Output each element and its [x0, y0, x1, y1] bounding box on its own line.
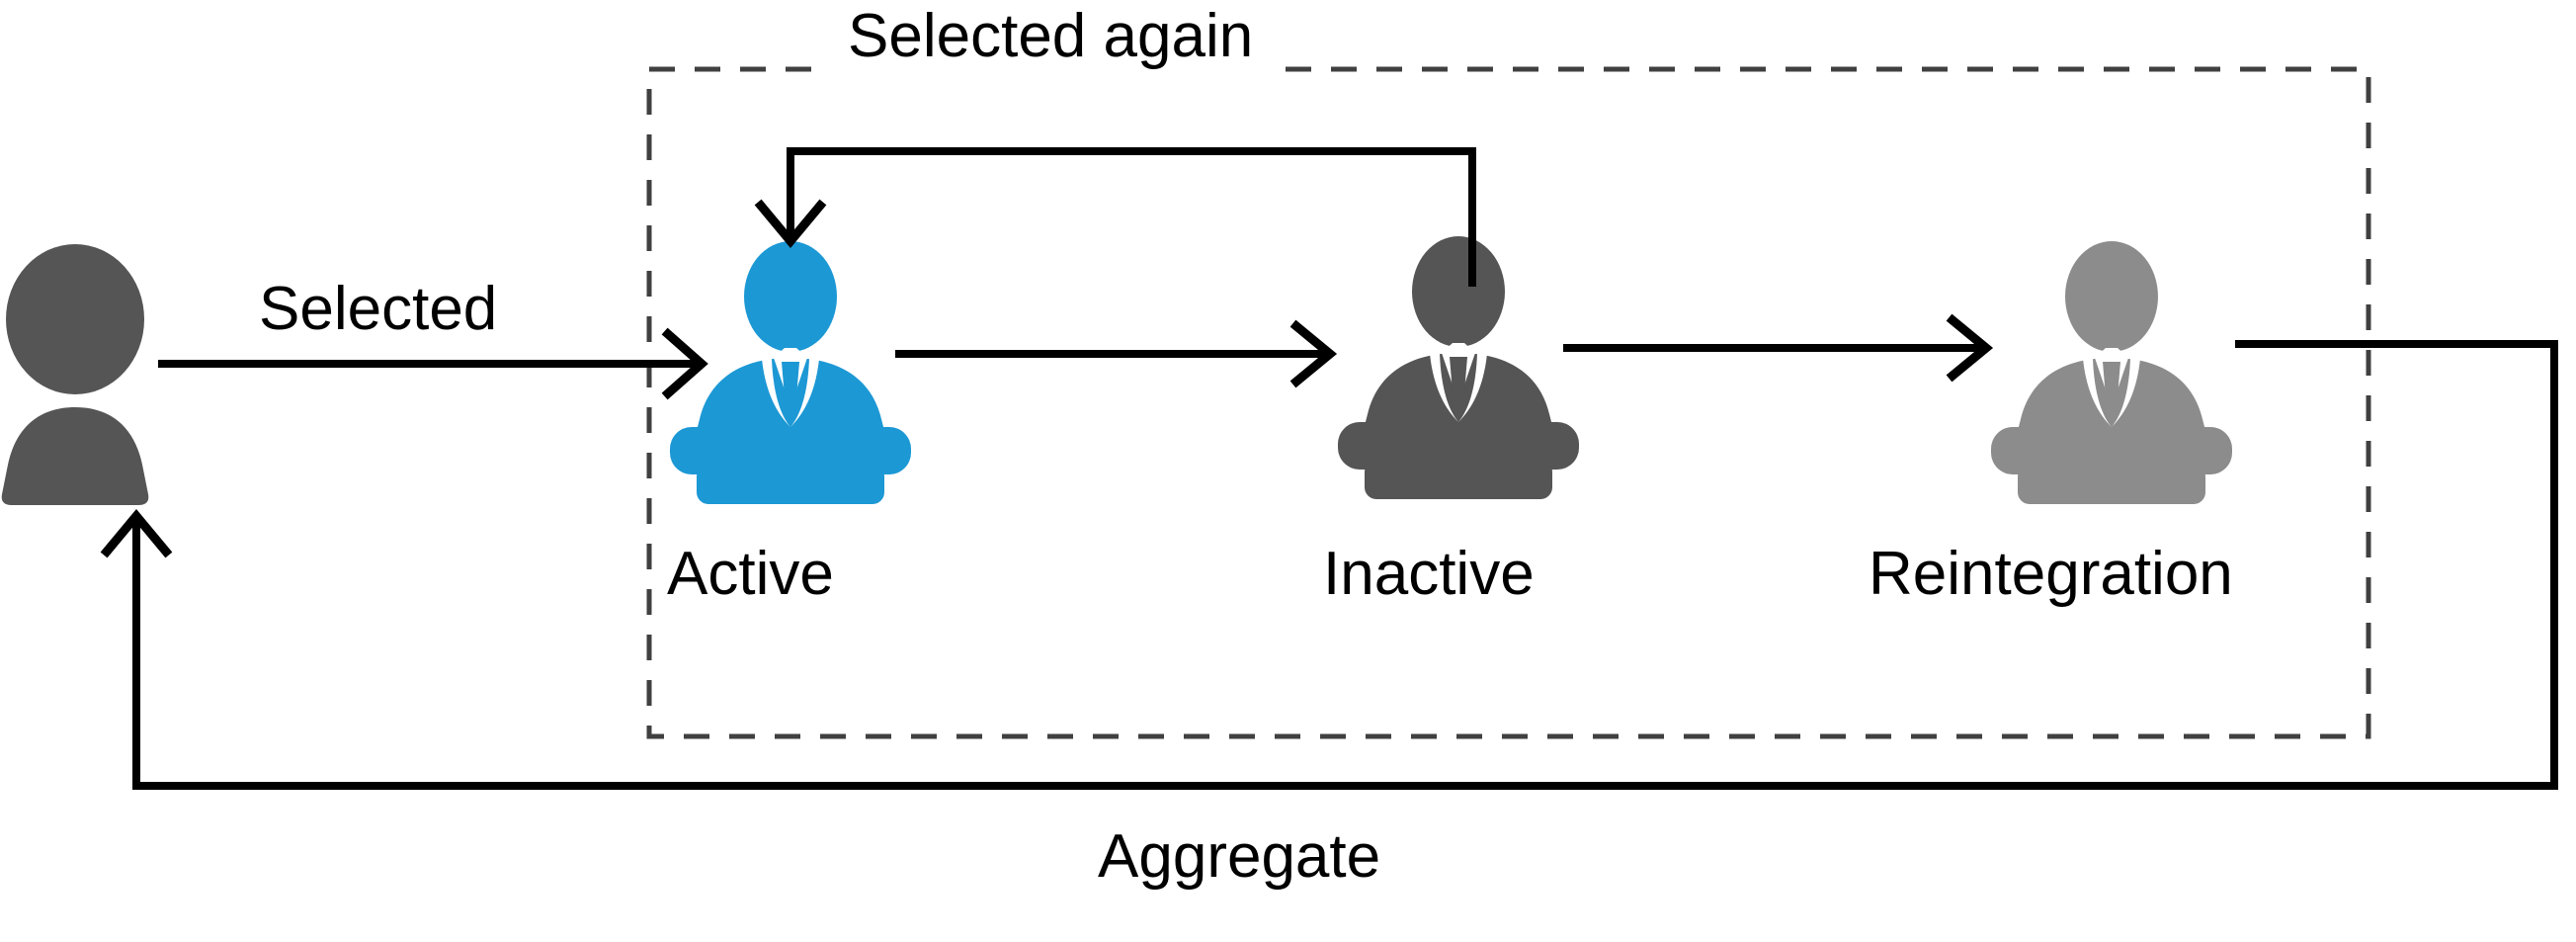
pool-person-icon	[1, 244, 149, 505]
selection-pool-dashed-box	[646, 66, 2371, 739]
edge-inactive-to-reintegration	[1563, 313, 1994, 383]
edge-reintegration-to-pool	[100, 340, 2558, 790]
state-label-inactive: Inactive	[1323, 540, 1535, 608]
state-icon-active	[670, 241, 911, 504]
edge-label-aggregate: Aggregate	[1098, 822, 1381, 891]
state-label-reintegration: Reintegration	[1869, 540, 2233, 608]
edge-active-to-inactive	[895, 319, 1338, 388]
edge-label-selected: Selected	[259, 275, 498, 343]
state-label-active: Active	[667, 540, 834, 608]
state-icon-reintegration	[1991, 241, 2232, 504]
state-icon-inactive	[1338, 236, 1579, 499]
edge-pool-to-active	[158, 327, 708, 400]
edge-inactive-to-active-loop	[754, 147, 1476, 287]
edge-label-selected-again: Selected again	[828, 0, 1274, 77]
